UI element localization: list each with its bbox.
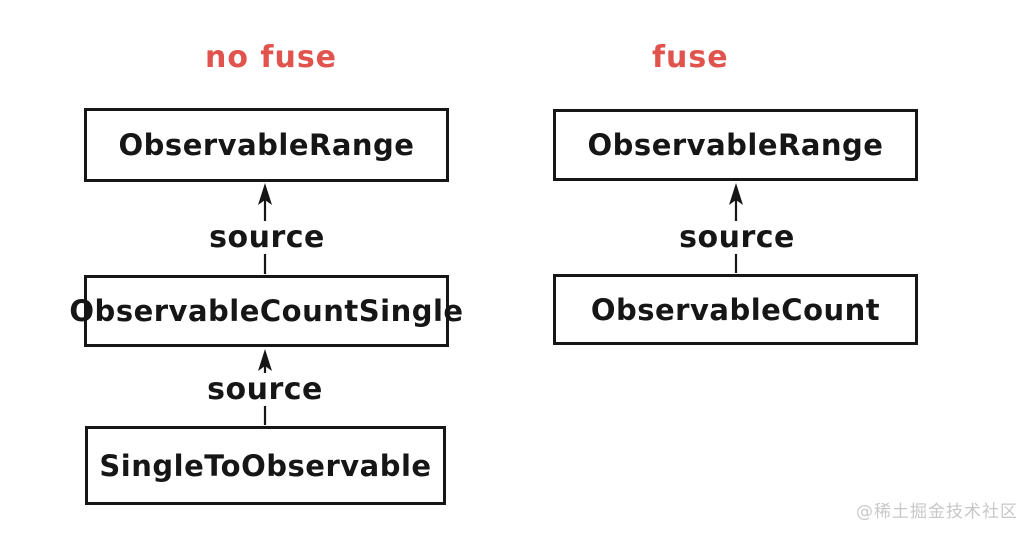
node-singletoobservable: SingleToObservable (85, 426, 446, 505)
node-observablecountsingle: ObservableCountSingle (69, 275, 463, 347)
watermark: @稀土掘金技术社区 (856, 502, 1018, 522)
node-observablecount: ObservableCount (553, 274, 918, 345)
node-observablerange-fuse: ObservableRange (553, 109, 918, 181)
node-observablerange-nofuse: ObservableRange (84, 108, 449, 182)
node-label: ObservableCount (590, 292, 881, 327)
left-column-title: no fuse (205, 40, 338, 75)
node-label: ObservableRange (587, 128, 884, 162)
node-label: ObservableCountSingle (69, 294, 464, 328)
right-column-title: fuse (652, 40, 729, 75)
edge-label-source: source (195, 373, 335, 406)
edge-label-source: source (667, 221, 807, 254)
node-label: SingleToObservable (99, 448, 432, 483)
edge-label-source: source (197, 221, 337, 254)
node-label: ObservableRange (118, 128, 415, 162)
